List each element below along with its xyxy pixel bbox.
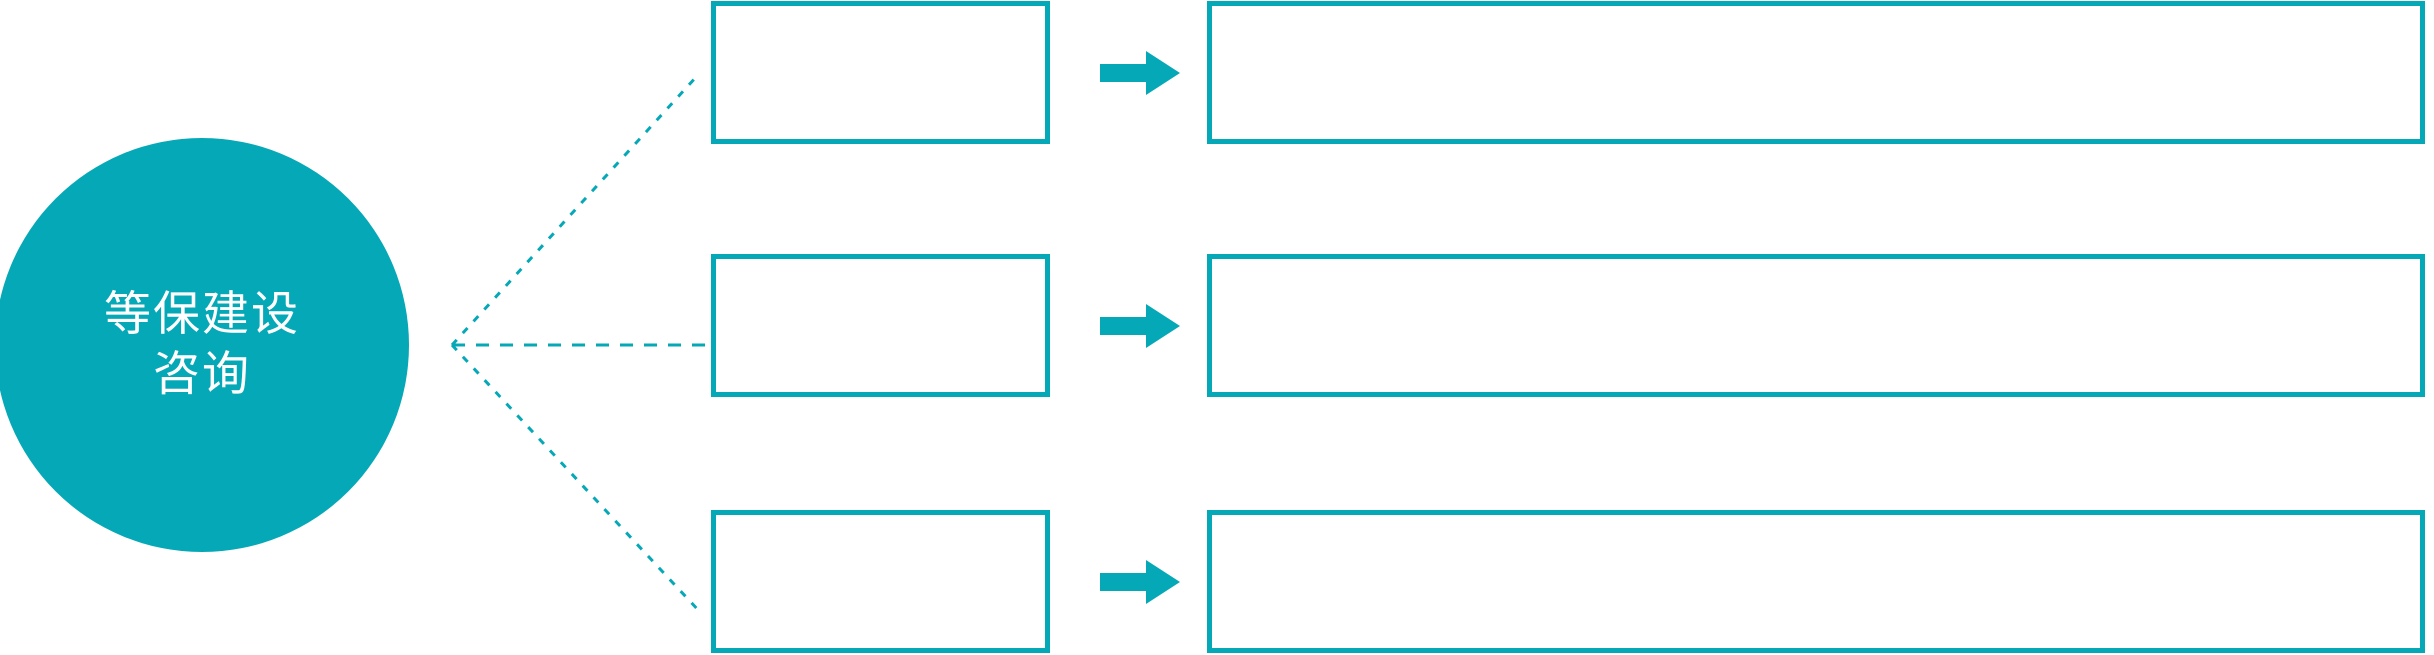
- stage-box-1[interactable]: [711, 1, 1050, 144]
- hub-circle: 等保建设 咨询: [0, 138, 409, 552]
- arrow-right-icon-2: [1100, 304, 1180, 348]
- hub-label-line-1: 等保建设: [104, 286, 300, 342]
- stage-box-3[interactable]: [711, 510, 1050, 653]
- process-row-3: [0, 510, 2434, 653]
- process-row-1: [0, 1, 2434, 144]
- arrow-right-icon-3: [1100, 560, 1180, 604]
- detail-box-2[interactable]: [1207, 254, 2425, 397]
- hub-label-line-2: 咨询: [153, 347, 251, 402]
- detail-box-1[interactable]: [1207, 1, 2425, 144]
- arrow-right-icon-1: [1100, 51, 1180, 95]
- process-row-2: [0, 254, 2434, 397]
- detail-box-3[interactable]: [1207, 510, 2425, 653]
- stage-box-2[interactable]: [711, 254, 1050, 397]
